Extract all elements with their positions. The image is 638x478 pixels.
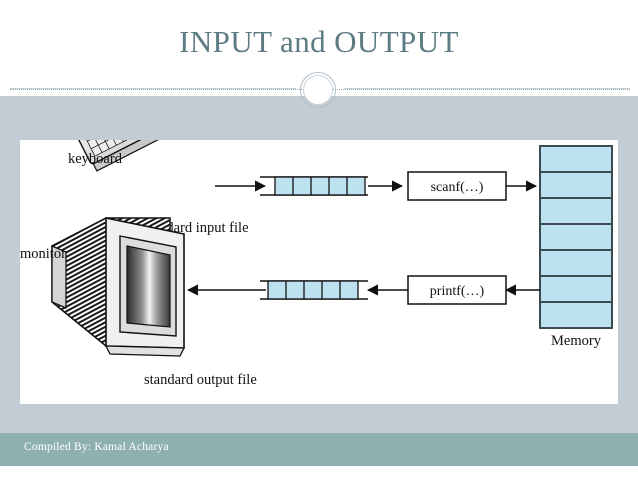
scanf-label: scanf(…)	[431, 180, 484, 195]
standard-output-file-label: standard output file	[144, 372, 257, 388]
io-flow-diagram: keyboard standard input file scanf(…)	[20, 140, 613, 388]
keyboard-label: keyboard	[68, 151, 123, 167]
divider-left	[10, 88, 296, 89]
memory-column	[539, 145, 613, 329]
monitor-icon	[51, 217, 186, 357]
footer-bar: Compiled By: Kamal Acharya	[0, 433, 638, 466]
content-panel: keyboard standard input file scanf(…)	[20, 140, 618, 404]
memory-label: Memory	[551, 333, 602, 349]
printf-box: printf(…)	[407, 275, 507, 305]
footer-credit: Compiled By: Kamal Acharya	[24, 441, 169, 453]
ornament-outer-ring	[300, 72, 336, 108]
page-title: INPUT and OUTPUT	[179, 24, 459, 59]
divider-right	[344, 88, 630, 89]
output-buffer	[260, 280, 368, 300]
monitor-label: monitor	[20, 246, 66, 262]
footer-bottom-spacer	[0, 466, 638, 478]
printf-label: printf(…)	[430, 284, 485, 299]
scanf-box: scanf(…)	[407, 171, 507, 201]
input-buffer	[260, 176, 368, 196]
circle-ornament-icon	[300, 72, 338, 110]
keyboard-icon	[67, 140, 246, 172]
